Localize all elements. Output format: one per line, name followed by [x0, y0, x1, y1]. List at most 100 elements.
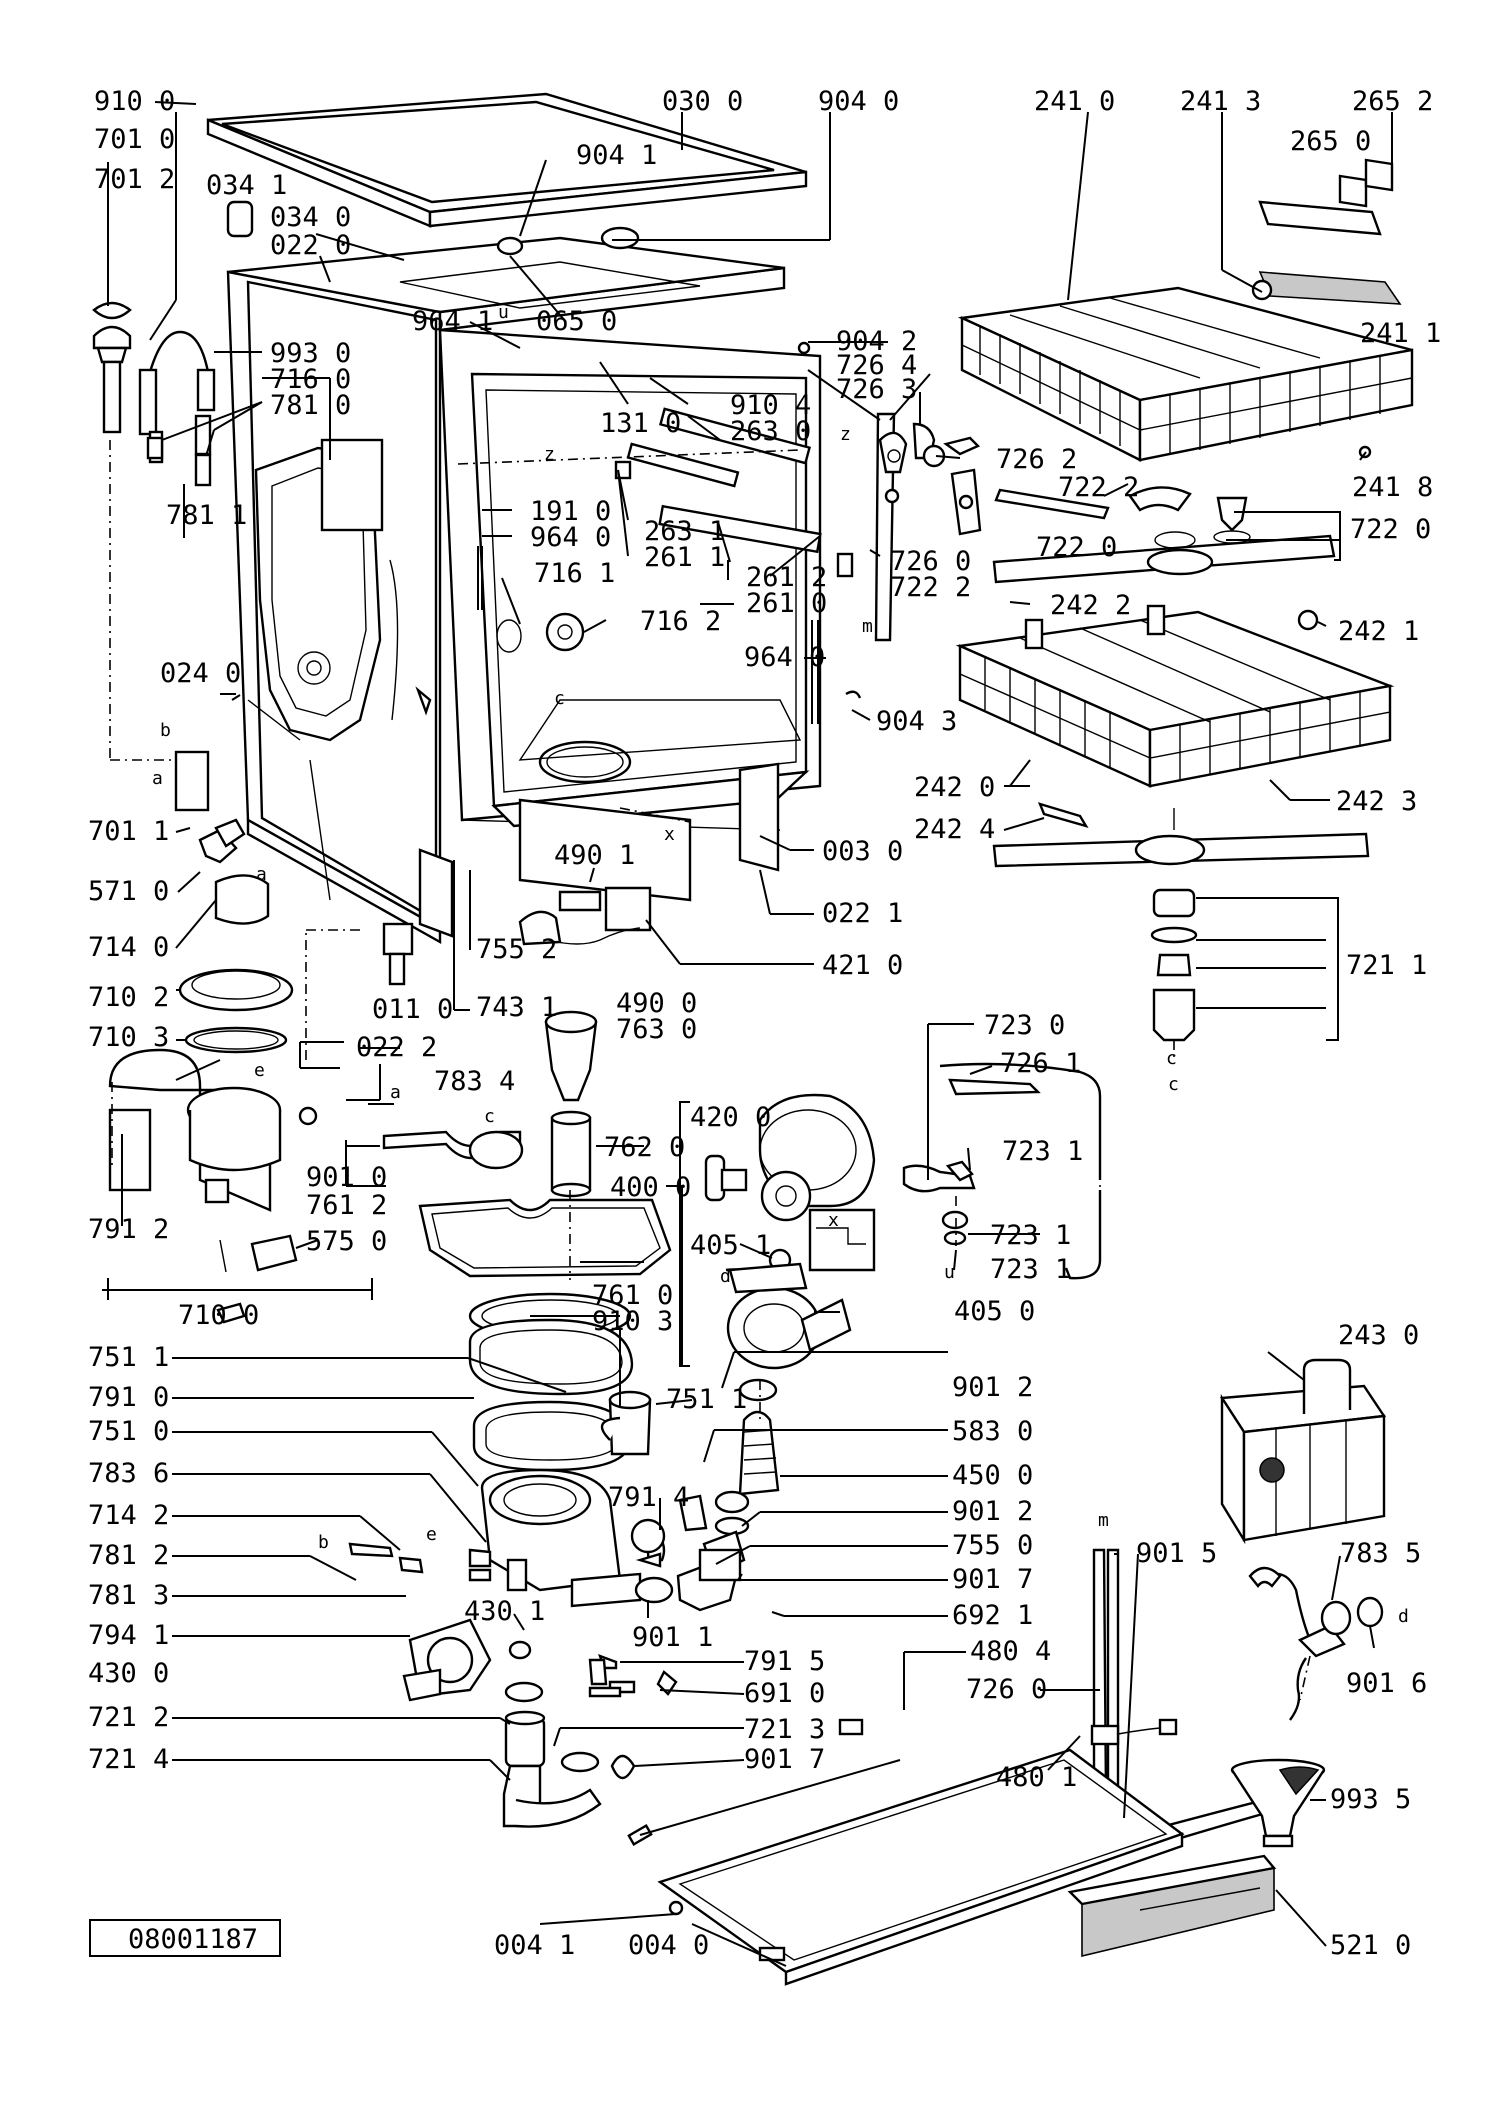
- callout-964-1: 964 1: [412, 306, 493, 337]
- callout-901-1: 901 1: [632, 1622, 713, 1653]
- callout-904-0: 904 0: [818, 86, 899, 117]
- callout-480-1: 480 1: [996, 1762, 1077, 1793]
- callout-783-4: 783 4: [434, 1066, 515, 1097]
- callout-901-2b: 901 2: [952, 1496, 1033, 1527]
- callout-723-1b: 723 1: [990, 1220, 1071, 1251]
- callout-011-0: 011 0: [372, 994, 453, 1025]
- callout-261-0: 261 0: [746, 588, 827, 619]
- callout-791-0: 791 0: [88, 1382, 169, 1413]
- callout-030-0: 030 0: [662, 86, 743, 117]
- part-callout-labels: 910 0 030 0 904 0 241 0 241 3 265 2 701 …: [88, 86, 1441, 1961]
- callout-763-0: 763 0: [616, 1014, 697, 1045]
- callout-716-1: 716 1: [534, 558, 615, 589]
- callout-781-3: 781 3: [88, 1580, 169, 1611]
- callout-751-1a: 751 1: [88, 1342, 169, 1373]
- callout-781-1: 781 1: [166, 500, 247, 531]
- worktop-part: [206, 92, 808, 228]
- group-brackets: [679, 511, 1341, 1367]
- callout-721-2: 721 2: [88, 1702, 169, 1733]
- tub-part: [438, 328, 822, 902]
- callout-791-2: 791 2: [88, 1214, 169, 1245]
- document-number-box: 08001187: [89, 1919, 281, 1957]
- callout-701-2: 701 2: [94, 164, 175, 195]
- callout-901-7b: 901 7: [744, 1744, 825, 1775]
- callout-726-0a: 726 0: [890, 546, 971, 577]
- callout-755-2: 755 2: [476, 934, 557, 965]
- callout-901-2a: 901 2: [952, 1372, 1033, 1403]
- callout-405-0: 405 0: [954, 1296, 1035, 1327]
- callout-065-0: 065 0: [536, 306, 617, 337]
- letter-m: m: [1098, 1510, 1109, 1531]
- callout-191-0: 191 0: [530, 496, 611, 527]
- callout-791-4: 791 4: [608, 1482, 689, 1513]
- callout-571-0: 571 0: [88, 876, 169, 907]
- callout-421-0: 421 0: [822, 950, 903, 981]
- electrical-parts: [214, 686, 1277, 1958]
- salt-container-part: [108, 874, 318, 1273]
- callout-583-0: 583 0: [952, 1416, 1033, 1447]
- callout-910-0: 910 0: [94, 86, 175, 117]
- callout-241-8: 241 8: [1352, 472, 1433, 503]
- letter-c: c: [1168, 1074, 1179, 1095]
- callout-263-0: 263 0: [730, 416, 811, 447]
- callout-726-4: 726 4: [836, 350, 917, 381]
- callout-022-2: 022 2: [356, 1032, 437, 1063]
- callout-701-1: 701 1: [88, 816, 169, 847]
- callout-701-0: 701 0: [94, 124, 175, 155]
- callout-722-0b: 722 0: [1036, 532, 1117, 563]
- callout-490-1: 490 1: [554, 840, 635, 871]
- callout-755-0: 755 0: [952, 1530, 1033, 1561]
- callout-420-0: 420 0: [690, 1102, 771, 1133]
- lower-basket-part: [955, 604, 1395, 828]
- letter-b: b: [160, 720, 171, 741]
- letter-d: d: [720, 1266, 731, 1287]
- callout-901-0: 901 0: [306, 1162, 387, 1193]
- callout-723-1c: 723 1: [990, 1254, 1071, 1285]
- callout-964-0b: 964 0: [744, 642, 825, 673]
- callout-241-1: 241 1: [1360, 318, 1441, 349]
- letter-z: z: [544, 444, 555, 465]
- letter-d: d: [1398, 1606, 1409, 1627]
- callout-242-0: 242 0: [914, 772, 995, 803]
- connection-letter-markers: b a a z z u x c m e a c c x d u b e m d …: [152, 302, 1409, 1627]
- callout-004-1: 004 1: [494, 1930, 575, 1961]
- drain-pump-part: [402, 1618, 678, 1828]
- callout-714-2: 714 2: [88, 1500, 169, 1531]
- callout-910-4: 910 4: [730, 390, 811, 421]
- base-plate-part: [657, 1748, 1185, 1986]
- callout-743-1: 743 1: [476, 992, 557, 1023]
- letter-c: c: [484, 1106, 495, 1127]
- callout-901-5: 901 5: [1136, 1538, 1217, 1569]
- callout-430-0: 430 0: [88, 1658, 169, 1689]
- document-number: 08001187: [128, 1924, 258, 1955]
- callout-723-1a: 723 1: [1002, 1136, 1083, 1167]
- callout-722-2a: 722 2: [1058, 472, 1139, 503]
- callout-722-2b: 722 2: [890, 572, 971, 603]
- callout-003-0: 003 0: [822, 836, 903, 867]
- callout-241-3: 241 3: [1180, 86, 1261, 117]
- callout-751-0: 751 0: [88, 1416, 169, 1447]
- letter-b: b: [318, 1532, 329, 1553]
- callout-400-0: 400 0: [610, 1172, 691, 1203]
- callout-901-6: 901 6: [1346, 1668, 1427, 1699]
- cutlery-basket-part: [1219, 1358, 1387, 1545]
- callout-521-0: 521 0: [1330, 1930, 1411, 1961]
- callout-726-3: 726 3: [836, 374, 917, 405]
- callout-265-0: 265 0: [1290, 126, 1371, 157]
- letter-a: a: [256, 864, 267, 885]
- callout-904-3: 904 3: [876, 706, 957, 737]
- callout-726-0b: 726 0: [966, 1674, 1047, 1705]
- callout-243-0: 243 0: [1338, 1320, 1419, 1351]
- callout-781-2: 781 2: [88, 1540, 169, 1571]
- callout-993-5: 993 5: [1330, 1784, 1411, 1815]
- callout-761-2: 761 2: [306, 1190, 387, 1221]
- callout-575-0: 575 0: [306, 1226, 387, 1257]
- inlet-hose-part: [92, 134, 254, 864]
- letter-u: u: [498, 302, 509, 323]
- callout-710-3: 710 3: [88, 1022, 169, 1053]
- callout-024-0: 024 0: [160, 658, 241, 689]
- callout-480-4: 480 4: [970, 1636, 1051, 1667]
- callout-716-0: 716 0: [270, 364, 351, 395]
- letter-x: x: [828, 1210, 839, 1231]
